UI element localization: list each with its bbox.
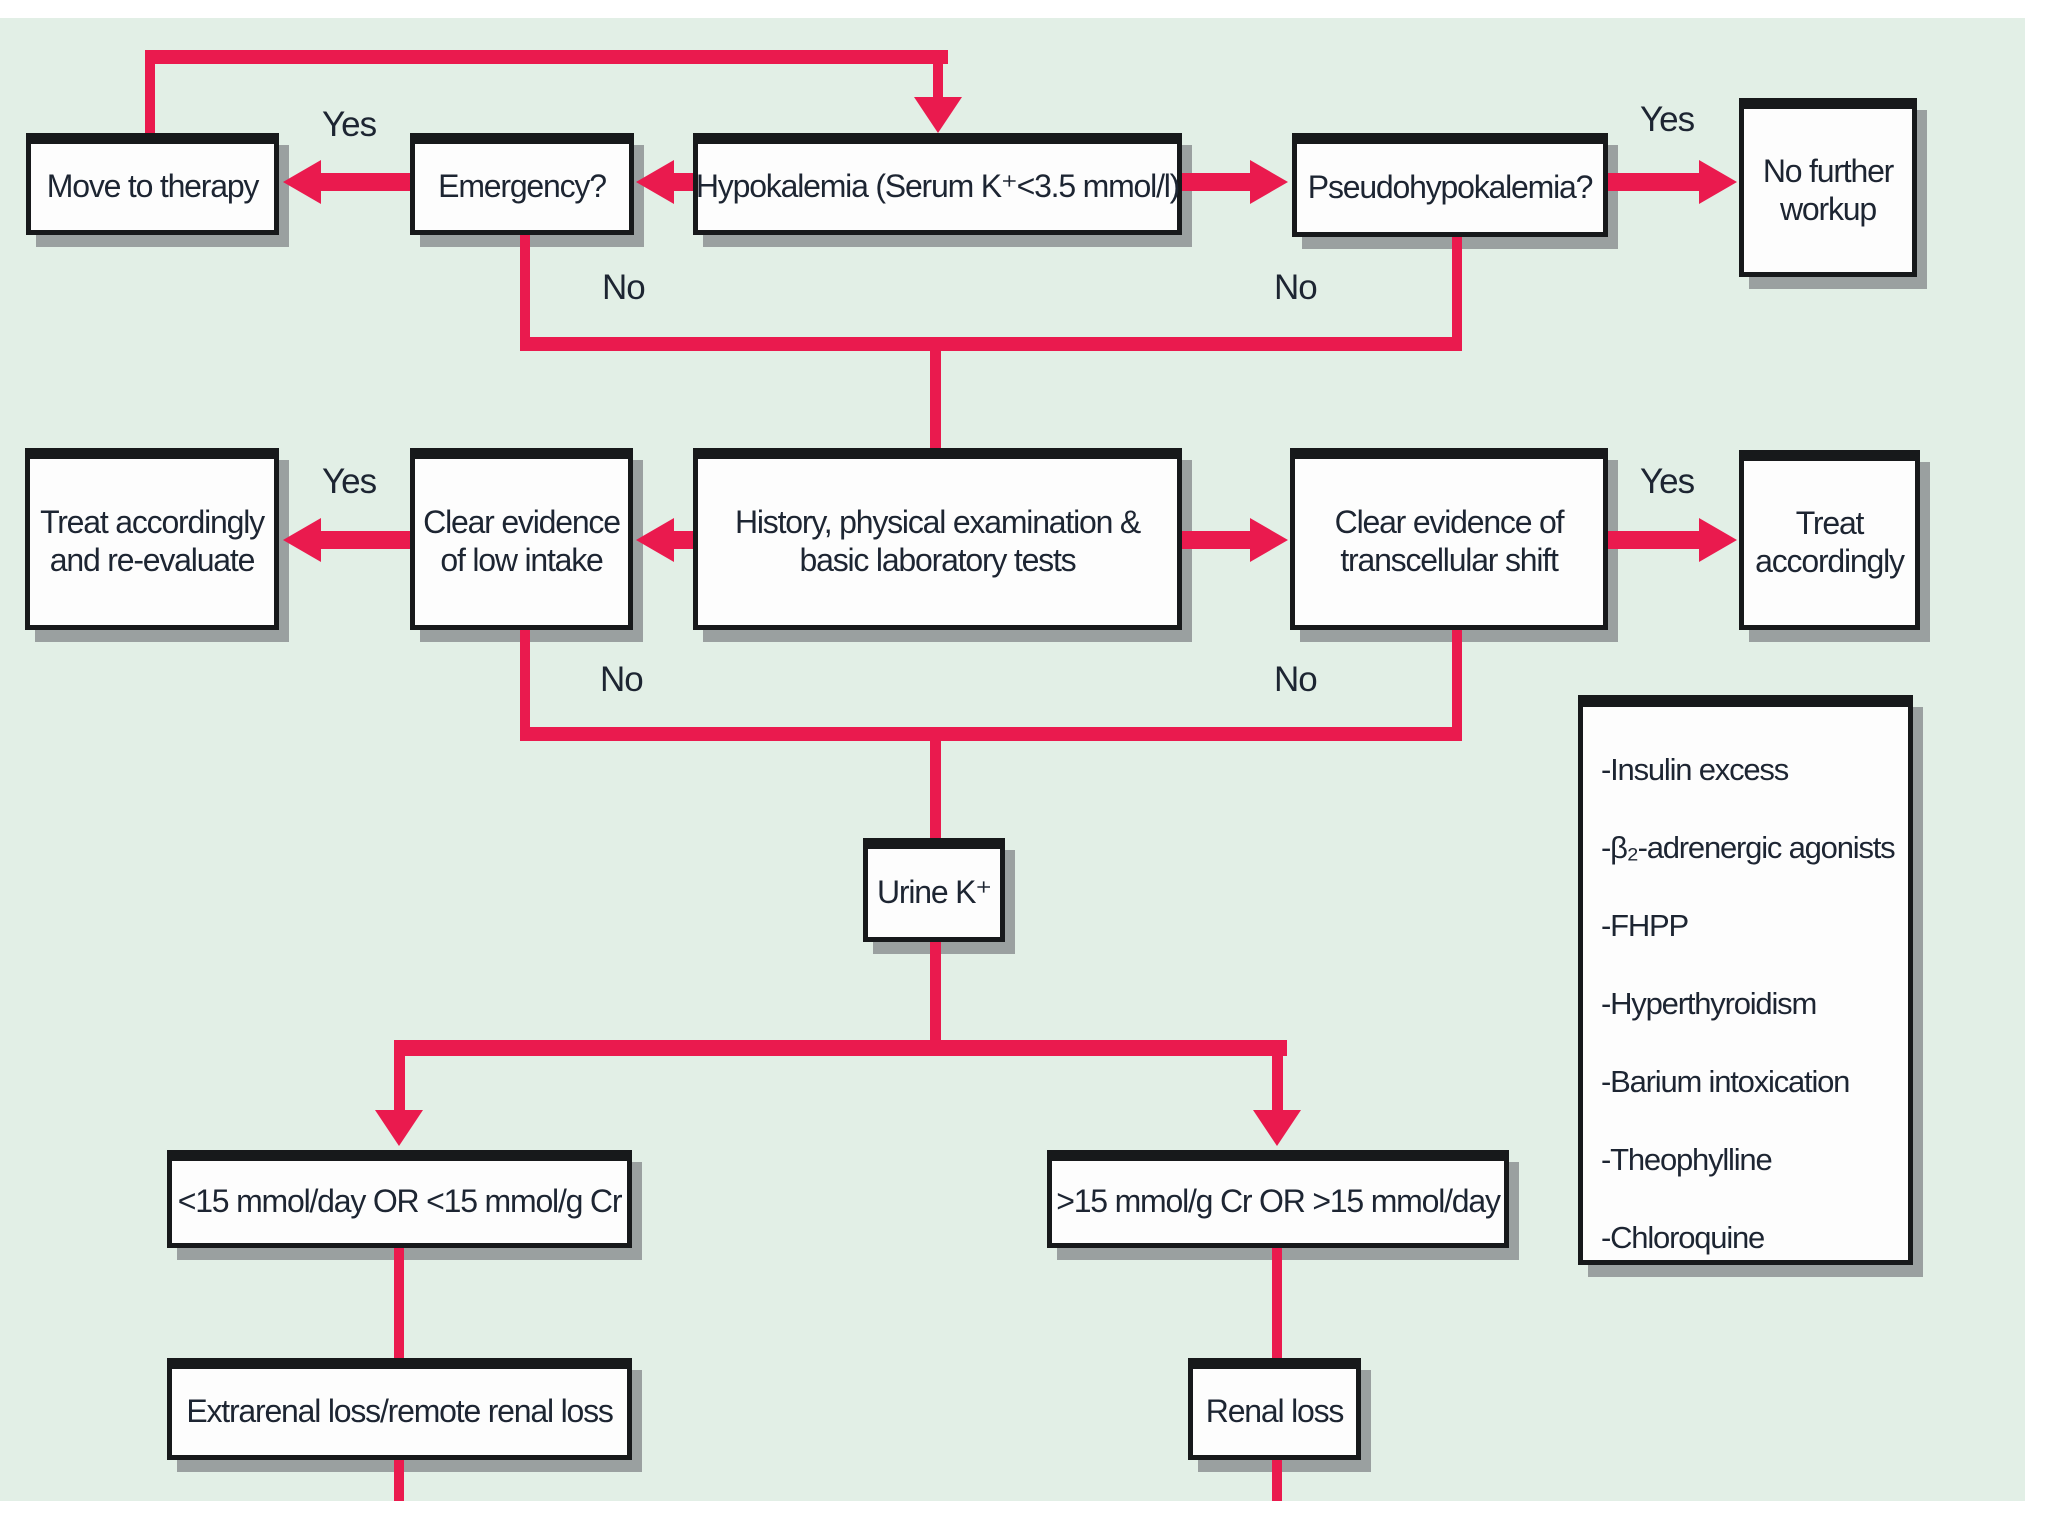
label-no-pseudo: No <box>1274 268 1318 307</box>
loop-top-horizontal-line <box>145 50 948 64</box>
merge-to-urinek-vertical-line <box>930 741 941 838</box>
label-no-emergency: No <box>602 268 646 307</box>
node-hypokalemia: Hypokalemia (Serum K⁺<3.5 mmol/l) <box>693 133 1182 235</box>
edge-history-to-lowintake-arrowhead-icon <box>636 518 674 562</box>
node-no-further-workup: No further workup <box>1739 98 1917 277</box>
node-transcellular-shift: Clear evidence of transcellular shift <box>1290 448 1608 630</box>
split-left-arrowhead-icon <box>375 1110 423 1146</box>
no-merge-horizontal-line-1 <box>520 337 1462 351</box>
urinek-down-vertical-line <box>930 942 941 1046</box>
cause-fhpp: -FHPP <box>1601 908 1689 943</box>
node-clear-low-intake: Clear evidence of low intake <box>410 448 633 630</box>
node-treat-accordingly: Treat accordingly <box>1739 450 1920 630</box>
node-pseudohypokalemia: Pseudohypokalemia? <box>1292 133 1608 237</box>
right-margin-strip <box>2025 0 2048 1536</box>
cause-chloroquine: -Chloroquine <box>1601 1220 1765 1255</box>
node-extrarenal-loss-label: Extrarenal loss/remote renal loss <box>186 1393 614 1430</box>
edge-emergency-to-therapy-line <box>303 173 410 191</box>
label-yes-lowintake: Yes <box>322 462 377 501</box>
extrarenal-continue-line <box>394 1460 404 1501</box>
node-low-urine-k-label: <15 mmol/day OR <15 mmol/g Cr <box>177 1183 623 1220</box>
no-lowintake-vertical-line <box>520 630 530 731</box>
node-transcellular-shift-label: Clear evidence of transcellular shift <box>1334 504 1565 578</box>
loop-left-vertical-line <box>145 57 155 137</box>
node-urine-k: Urine K⁺ <box>863 838 1005 942</box>
edge-emergency-to-therapy-arrowhead-icon <box>283 160 321 204</box>
lowurinek-to-extrarenal-line <box>394 1248 404 1358</box>
transcellular-causes-list: -Insulin excess -β₂-adrenergic agonists … <box>1578 695 1913 1265</box>
no-transcellular-vertical-line <box>1452 630 1462 731</box>
edge-hypokalemia-to-emergency-line <box>672 173 693 191</box>
node-hypokalemia-label: Hypokalemia (Serum K⁺<3.5 mmol/l) <box>695 168 1180 205</box>
cause-theophylline: -Theophylline <box>1601 1142 1773 1177</box>
label-no-lowintake: No <box>600 660 644 699</box>
node-emergency-label: Emergency? <box>438 168 607 205</box>
node-emergency: Emergency? <box>410 133 634 235</box>
edge-transcellular-to-treat-arrowhead-icon <box>1699 518 1737 562</box>
node-no-further-workup-label: No further workup <box>1762 152 1894 227</box>
split-left-vertical-line <box>394 1056 405 1114</box>
split-right-arrowhead-icon <box>1253 1110 1301 1146</box>
top-margin-strip <box>0 0 2048 18</box>
loop-arrowhead-down-icon <box>914 97 962 133</box>
no-emergency-vertical-line <box>520 235 530 341</box>
node-renal-loss-label: Renal loss <box>1205 1393 1345 1430</box>
highurinek-to-renal-line <box>1272 1248 1282 1358</box>
cause-insulin-excess: -Insulin excess <box>1601 752 1789 787</box>
edge-history-to-transcellular-line <box>1182 531 1252 549</box>
edge-lowintake-to-treat-line <box>303 531 410 549</box>
no-merge-horizontal-line-2 <box>520 727 1462 741</box>
node-treat-reevaluate: Treat accordingly and re-evaluate <box>25 448 279 630</box>
node-treat-accordingly-label: Treat accordingly <box>1755 505 1905 579</box>
node-treat-reevaluate-label: Treat accordingly and re-evaluate <box>40 504 265 578</box>
edge-lowintake-to-treat-arrowhead-icon <box>283 518 321 562</box>
node-renal-loss: Renal loss <box>1188 1358 1361 1460</box>
edge-history-to-transcellular-arrowhead-icon <box>1250 518 1288 562</box>
node-high-urine-k-label: >15 mmol/g Cr OR >15 mmol/day <box>1056 1183 1501 1220</box>
edge-pseudo-to-no-workup-line <box>1608 173 1703 191</box>
cause-barium-intoxication: -Barium intoxication <box>1601 1064 1850 1099</box>
node-urine-k-label: Urine K⁺ <box>877 874 992 911</box>
edge-hypokalemia-to-pseudo-arrowhead-icon <box>1250 160 1288 204</box>
node-clear-low-intake-label: Clear evidence of low intake <box>423 504 621 578</box>
node-move-to-therapy: Move to therapy <box>26 133 279 235</box>
edge-pseudo-to-no-workup-arrowhead-icon <box>1699 160 1737 204</box>
node-high-urine-k: >15 mmol/g Cr OR >15 mmol/day <box>1047 1150 1509 1248</box>
node-history-exam: History, physical examination & basic la… <box>693 448 1182 630</box>
urinek-split-horizontal-line <box>394 1040 1287 1056</box>
cause-beta2-agonists: -β₂-adrenergic agonists <box>1601 830 1896 865</box>
no-pseudo-vertical-line <box>1452 237 1462 341</box>
label-no-transcellular: No <box>1274 660 1318 699</box>
node-pseudohypokalemia-label: Pseudohypokalemia? <box>1307 169 1594 206</box>
node-extrarenal-loss: Extrarenal loss/remote renal loss <box>167 1358 632 1460</box>
loop-right-vertical-line <box>933 62 943 102</box>
edge-hypokalemia-to-pseudo-line <box>1182 173 1252 191</box>
bottom-margin-strip <box>0 1501 2048 1536</box>
label-yes-emergency: Yes <box>322 105 377 144</box>
label-yes-pseudo: Yes <box>1640 100 1695 139</box>
edge-transcellular-to-treat-line <box>1608 531 1703 549</box>
merge-to-history-vertical-line <box>930 351 941 450</box>
node-low-urine-k: <15 mmol/day OR <15 mmol/g Cr <box>167 1150 632 1248</box>
label-yes-transcellular: Yes <box>1640 462 1695 501</box>
renal-continue-line <box>1272 1460 1282 1501</box>
split-right-vertical-line <box>1272 1056 1283 1114</box>
node-move-to-therapy-label: Move to therapy <box>46 168 260 205</box>
edge-history-to-lowintake-line <box>672 531 693 549</box>
edge-hypokalemia-to-emergency-arrowhead-icon <box>636 160 674 204</box>
cause-hyperthyroidism: -Hyperthyroidism <box>1601 986 1817 1021</box>
node-history-exam-label: History, physical examination & basic la… <box>734 504 1141 578</box>
